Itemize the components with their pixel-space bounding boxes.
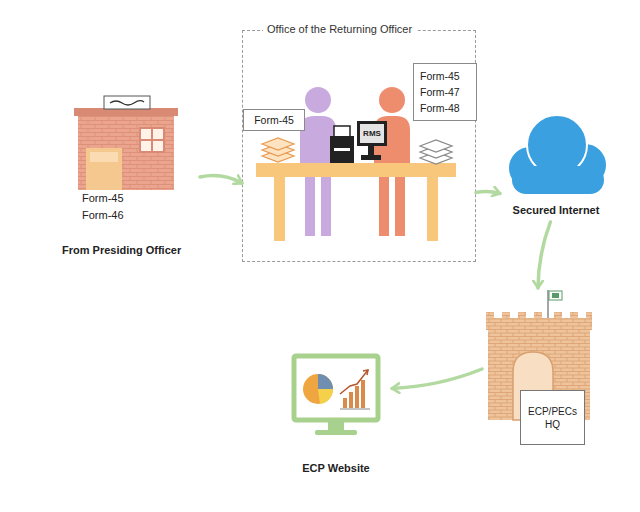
person-head bbox=[379, 87, 405, 113]
trend-arrow bbox=[363, 370, 368, 375]
station-sign bbox=[104, 96, 150, 109]
table-leg bbox=[427, 177, 438, 241]
website-node: ECP Website bbox=[280, 350, 392, 478]
window-frame bbox=[140, 128, 164, 152]
bar bbox=[343, 398, 347, 408]
monitor-stand bbox=[328, 421, 344, 431]
sign-mark bbox=[110, 101, 144, 105]
chart-axis bbox=[340, 409, 370, 410]
paper-sheet bbox=[262, 138, 294, 150]
monitor-base bbox=[361, 155, 381, 160]
pie-slice bbox=[318, 389, 333, 404]
rms-monitor: RMS bbox=[357, 121, 387, 146]
ballot-box bbox=[86, 148, 122, 190]
paper-stack bbox=[420, 140, 452, 164]
flow-arrow bbox=[476, 191, 500, 193]
table-leg bbox=[274, 177, 285, 241]
printer bbox=[330, 136, 354, 163]
bar bbox=[349, 392, 353, 408]
cloud-base bbox=[512, 166, 604, 194]
form-list: Form-45 Form-47 Form-48 bbox=[420, 68, 472, 116]
bar bbox=[361, 380, 365, 408]
office-group: Office of the Returning OfficerForm-45Fo… bbox=[242, 30, 476, 262]
pie-chart bbox=[303, 374, 333, 404]
rms-label: RMS bbox=[360, 124, 384, 143]
person-leg bbox=[379, 176, 389, 236]
ballot-box-lid bbox=[90, 152, 118, 162]
monitor-frame bbox=[294, 356, 378, 420]
paper-sheet bbox=[420, 140, 452, 152]
building-wall bbox=[78, 114, 174, 190]
cloud-label: Secured Internet bbox=[500, 204, 612, 216]
group-title: Office of the Returning Officer bbox=[263, 23, 416, 35]
monitor-base bbox=[315, 430, 357, 435]
source-caption: From Presiding Officer bbox=[62, 244, 198, 256]
printer-slot bbox=[334, 148, 350, 151]
form-label: Form-45 bbox=[244, 110, 304, 130]
website-label: ECP Website bbox=[280, 462, 392, 474]
polling-station: Form-45 Form-46From Presiding Officer bbox=[60, 92, 200, 262]
bar bbox=[355, 386, 359, 408]
paper-stack bbox=[262, 138, 294, 162]
table-top bbox=[256, 163, 456, 177]
flow-arrow bbox=[200, 176, 242, 184]
cloud-node: Secured Internet bbox=[500, 108, 612, 222]
crenellation bbox=[486, 312, 592, 330]
hq-node: ECP/PECs HQ bbox=[482, 288, 594, 450]
person-leg bbox=[305, 176, 315, 236]
website-monitor bbox=[294, 356, 378, 435]
pie-slice bbox=[318, 374, 333, 389]
person-leg bbox=[395, 176, 405, 236]
hq-label: ECP/PECs HQ bbox=[520, 390, 585, 445]
flag-mark bbox=[552, 293, 559, 298]
cloud-shape bbox=[508, 115, 607, 194]
form-box: Form-45 bbox=[243, 109, 305, 131]
flow-arrow bbox=[538, 222, 550, 288]
building-window bbox=[140, 128, 164, 152]
person-leg bbox=[321, 176, 331, 236]
trend-line bbox=[340, 370, 368, 394]
form-list: Form-45 Form-46 bbox=[82, 190, 144, 224]
form-box: Form-45 Form-47 Form-48 bbox=[413, 63, 477, 121]
polling-station-building bbox=[74, 96, 178, 190]
person-head bbox=[305, 87, 331, 113]
flag bbox=[549, 291, 562, 300]
flow-arrow bbox=[392, 369, 482, 388]
